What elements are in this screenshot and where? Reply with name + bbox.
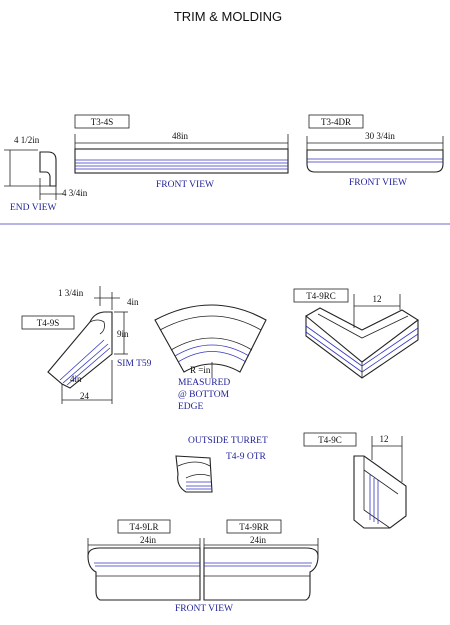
t3-4dr-tag-box bbox=[308, 114, 364, 129]
t4-9c-dim-label: 12 bbox=[380, 434, 389, 444]
end-view-profile bbox=[4, 149, 64, 200]
t4-9s-tag-box bbox=[21, 315, 75, 330]
t4-9rr-tag: T4-9RR bbox=[239, 522, 269, 532]
t4-9c-tag: T4-9C bbox=[318, 435, 342, 445]
t3-4s-tag-box bbox=[74, 114, 130, 129]
t4-9s-bottom-label: 4in bbox=[70, 374, 82, 384]
t3-4s-tag: T3-4S bbox=[91, 117, 114, 127]
radius-note-1: MEASURED bbox=[178, 378, 230, 388]
t3-4s-front-view bbox=[74, 134, 289, 174]
t4-9rc-corner-view bbox=[305, 294, 419, 379]
t3-4dr-length-label: 30 3/4in bbox=[365, 131, 395, 141]
t4-9rr-tag-box bbox=[226, 519, 282, 534]
radius-arc-view bbox=[154, 304, 267, 378]
radius-note-3: EDGE bbox=[178, 402, 204, 412]
turret-tag: T4-9 OTR bbox=[226, 452, 267, 462]
radius-note-2: @ BOTTOM bbox=[178, 390, 230, 400]
t4-9lr-length-label: 24in bbox=[140, 535, 157, 545]
outside-turret-profile bbox=[175, 455, 213, 493]
turret-title: OUTSIDE TURRET bbox=[188, 436, 268, 446]
t4-9rr-length-label: 24in bbox=[250, 535, 267, 545]
end-view-height-label: 4 1/2in bbox=[14, 135, 40, 145]
t4-9lr-tag: T4-9LR bbox=[130, 522, 159, 532]
t4-9rc-dim-label: 12 bbox=[373, 294, 382, 304]
t4-9rc-tag: T4-9RC bbox=[306, 291, 336, 301]
t4-9rr-front-view bbox=[203, 538, 319, 601]
t4-9s-base-label: 24 bbox=[80, 391, 90, 401]
t4-9s-tag: T4-9S bbox=[37, 318, 60, 328]
t4-9s-profile bbox=[47, 286, 128, 404]
t4-9lr-front-view bbox=[87, 538, 201, 601]
t4-9rc-tag-box bbox=[293, 288, 349, 303]
end-view-caption: END VIEW bbox=[10, 203, 57, 213]
page-title: TRIM & MOLDING bbox=[174, 9, 282, 24]
t4-9lr-tag-box bbox=[117, 519, 171, 534]
t3-4s-caption: FRONT VIEW bbox=[156, 180, 214, 190]
t4-9c-corner-view bbox=[353, 436, 407, 529]
bottom-front-view-caption: FRONT VIEW bbox=[175, 604, 233, 614]
t4-9s-top-label: 1 3/4in bbox=[58, 288, 84, 298]
radius-label: R =in bbox=[190, 365, 211, 375]
t3-4dr-front-view bbox=[306, 136, 444, 173]
t4-9c-tag-box bbox=[303, 432, 357, 447]
t3-4s-length-label: 48in bbox=[172, 131, 189, 141]
t3-4dr-tag: T3-4DR bbox=[321, 117, 351, 127]
end-view-depth-label: 4 3/4in bbox=[62, 188, 88, 198]
t4-9s-top-right-label: 4in bbox=[127, 297, 139, 307]
t3-4dr-caption: FRONT VIEW bbox=[349, 178, 407, 188]
t4-9s-height-label: 9in bbox=[117, 329, 129, 339]
t4-9s-note: SIM T59 bbox=[117, 359, 152, 369]
